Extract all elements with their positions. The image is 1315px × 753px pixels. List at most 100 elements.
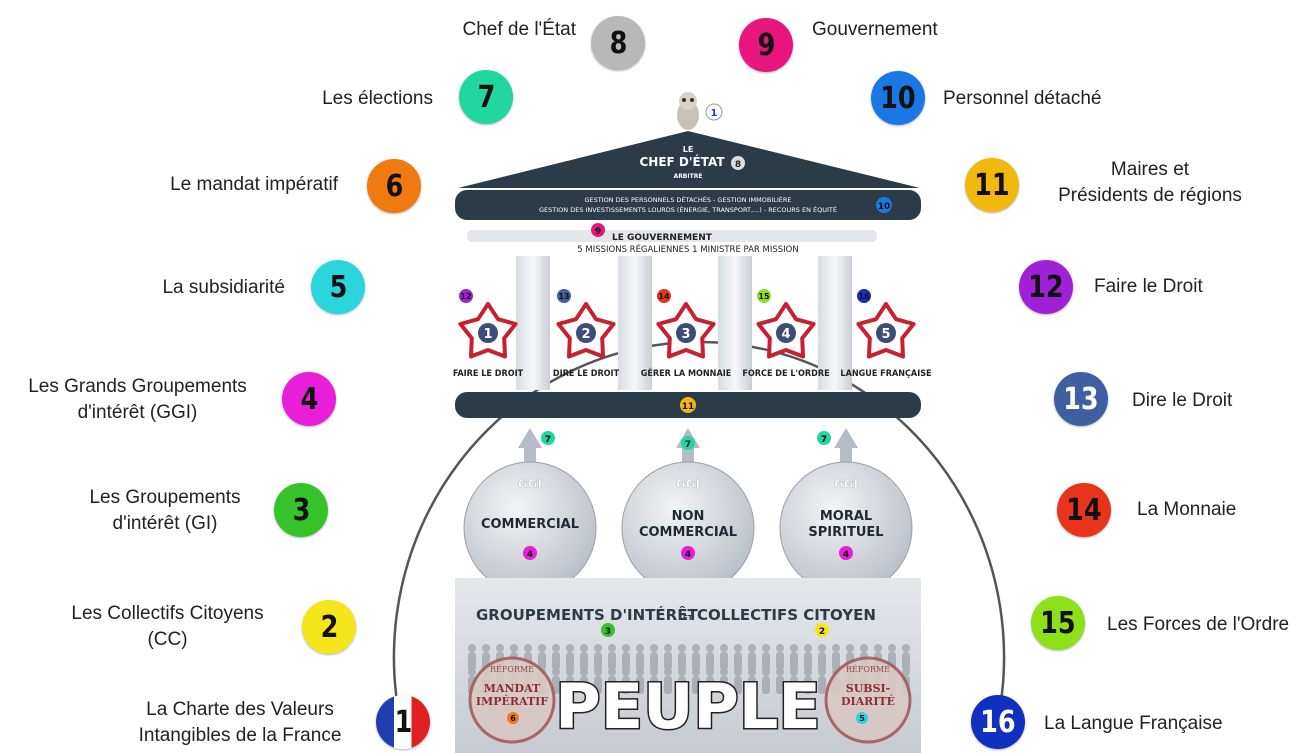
dome-badge: 4	[843, 550, 849, 560]
label-3: Les Groupements d'intérêt (GI)	[89, 487, 241, 534]
mission-number: 2	[581, 327, 590, 342]
label-5: La subsidiarité	[162, 277, 285, 298]
mission-badge: 15	[758, 292, 770, 301]
node-number: 3	[292, 492, 310, 528]
svg-text:1: 1	[711, 108, 718, 119]
mission-badge: 13	[558, 292, 569, 301]
label-2: Les Collectifs Citoyens (CC)	[71, 603, 264, 650]
svg-text:7: 7	[821, 435, 827, 445]
node-16: 16	[971, 695, 1025, 749]
node-5: 5	[311, 260, 365, 314]
svg-text:6: 6	[510, 714, 516, 723]
label-10: Personnel détaché	[943, 88, 1102, 109]
label-12: Faire le Droit	[1094, 276, 1203, 297]
node-number: 11	[974, 167, 1010, 203]
node-number: 8	[609, 25, 627, 61]
gov-title: LE GOUVERNEMENT	[612, 233, 713, 243]
roof-subtitle: ARBITRE	[674, 173, 703, 180]
dome-ggi: GGI	[518, 477, 542, 491]
dome-badge: 4	[527, 550, 533, 560]
pediment-roof	[458, 131, 920, 188]
label-15: Les Forces de l'Ordre	[1107, 614, 1290, 635]
node-number: 16	[980, 704, 1016, 740]
node-number: 9	[757, 27, 775, 63]
dome-ggi: GGI	[834, 477, 858, 491]
node-number: 10	[880, 80, 916, 116]
crowd-silhouettes	[468, 644, 910, 694]
dome-line-1: NON	[672, 509, 705, 524]
roof-title: CHEF D'ÉTAT	[639, 154, 725, 169]
dome-ggi: GGI	[676, 477, 700, 491]
badge-3: 3	[605, 627, 611, 637]
label-1: La Charte des Valeurs Intangibles de la …	[138, 699, 342, 746]
label-13: Dire le Droit	[1132, 390, 1233, 411]
label-8: Chef de l'État	[462, 19, 576, 40]
badge-7-group: 7 7 7	[541, 431, 831, 450]
svg-text:RÉFORME: RÉFORME	[846, 665, 890, 674]
dome-line-2: COMMERCIAL	[639, 525, 737, 540]
node-number: 1	[394, 704, 412, 740]
label-14: La Monnaie	[1137, 499, 1237, 520]
svg-text:COLLECTIFS CITOYEN: COLLECTIFS CITOYEN	[697, 606, 876, 624]
node-10: 10	[871, 71, 925, 125]
svg-text:5: 5	[859, 714, 865, 723]
columns	[516, 256, 852, 390]
node-number: 4	[300, 381, 318, 417]
svg-text:7: 7	[685, 440, 691, 450]
badge-9: 9	[595, 227, 601, 237]
node-7: 7	[459, 70, 513, 124]
node-3: 3	[274, 483, 328, 537]
badge-1: 1	[705, 103, 723, 121]
node-number: 15	[1040, 605, 1076, 641]
svg-text:ET: ET	[683, 614, 693, 622]
svg-text:SUBSI-DIARITÉ: SUBSI-DIARITÉ	[841, 682, 895, 708]
mission-label: DIRE LE DROIT	[553, 369, 620, 379]
node-number: 14	[1066, 492, 1102, 528]
node-14: 14	[1057, 483, 1111, 537]
frieze-line-1: GESTION DES PERSONNELS DÉTACHÉS - GESTIO…	[584, 195, 791, 204]
base-title: GROUPEMENTS D'INTÉRÊT ET COLLECTIFS CITO…	[476, 605, 876, 624]
svg-text:GROUPEMENTS D'INTÉRÊT: GROUPEMENTS D'INTÉRÊT	[476, 605, 698, 624]
node-number: 6	[385, 168, 403, 204]
mission-badge: 12	[460, 292, 471, 301]
label-6: Le mandat impératif	[170, 174, 338, 195]
svg-text:7: 7	[545, 435, 551, 445]
node-number: 13	[1063, 381, 1099, 417]
node-9: 9	[739, 18, 793, 72]
node-6: 6	[367, 159, 421, 213]
roof-le: LE	[683, 145, 694, 154]
node-number: 7	[477, 79, 495, 115]
mission-number: 3	[681, 327, 690, 342]
label-7: Les élections	[322, 88, 433, 109]
mission-label: FORCE DE L'ORDRE	[742, 369, 829, 379]
mission-badge: 14	[658, 292, 670, 301]
node-15: 15	[1031, 596, 1085, 650]
gov-subtitle: 5 MISSIONS RÉGALIENNES 1 MINISTRE PAR MI…	[577, 243, 798, 255]
node-number: 2	[320, 609, 338, 645]
svg-text:RÉFORME: RÉFORME	[490, 665, 534, 674]
node-2: 2	[302, 600, 356, 654]
badge-8: 8	[735, 160, 741, 170]
dome-line-1: COMMERCIAL	[481, 517, 579, 532]
node-4: 4	[282, 372, 336, 426]
dome-line-1: MORAL	[820, 509, 872, 524]
mission-number: 1	[483, 327, 492, 342]
node-13: 13	[1054, 372, 1108, 426]
badge-11: 11	[682, 402, 695, 412]
owl-icon	[677, 92, 699, 130]
node-11: 11	[965, 158, 1019, 212]
node-12: 12	[1019, 260, 1073, 314]
label-16: La Langue Française	[1044, 713, 1223, 734]
mission-badge: 16	[858, 292, 870, 301]
label-9: Gouvernement	[812, 19, 938, 40]
mission-number: 5	[881, 327, 890, 342]
frieze-band	[455, 190, 921, 220]
label-4: Les Grands Groupements d'intérêt (GGI)	[28, 376, 247, 423]
mission-label: LANGUE FRANÇAISE	[840, 369, 931, 379]
